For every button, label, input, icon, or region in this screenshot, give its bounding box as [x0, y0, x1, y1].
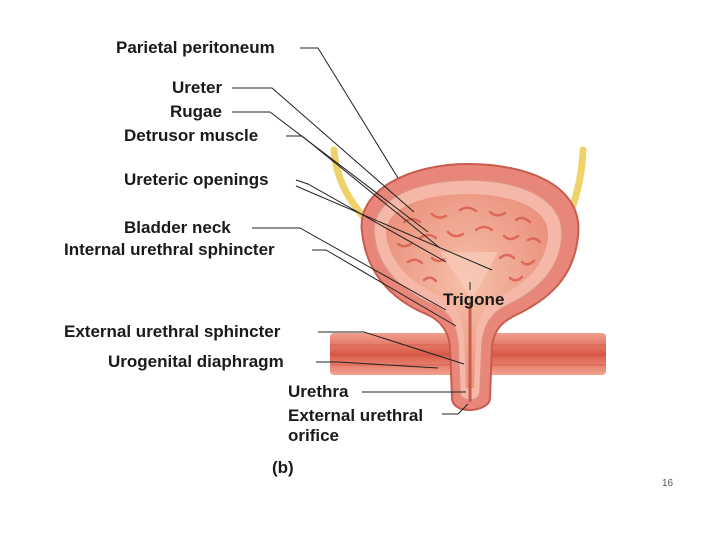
panel-label: (b): [272, 458, 294, 477]
label-external-urethral-orifice-2: orifice: [288, 426, 340, 445]
label-urethra: Urethra: [288, 382, 349, 401]
label-ureteric-openings: Ureteric openings: [124, 170, 269, 189]
rugae-folds: [396, 206, 542, 283]
label-external-urethral-orifice-1: External urethral: [288, 406, 424, 425]
label-ureter: Ureter: [172, 78, 223, 97]
leader-lines: [232, 47, 493, 415]
label-internal-urethral-sphincter: Internal urethral sphincter: [64, 240, 275, 259]
label-external-urethral-sphincter: External urethral sphincter: [64, 322, 281, 341]
label-bladder-neck: Bladder neck: [124, 218, 231, 237]
trigone-region: [440, 252, 498, 300]
label-parietal-peritoneum: Parietal peritoneum: [116, 38, 275, 57]
label-urogenital-diaphragm: Urogenital diaphragm: [108, 352, 284, 371]
label-detrusor-muscle: Detrusor muscle: [124, 126, 259, 145]
label-trigone: Trigone: [443, 290, 505, 309]
label-rugae: Rugae: [170, 102, 222, 121]
page-number: 16: [662, 478, 674, 489]
